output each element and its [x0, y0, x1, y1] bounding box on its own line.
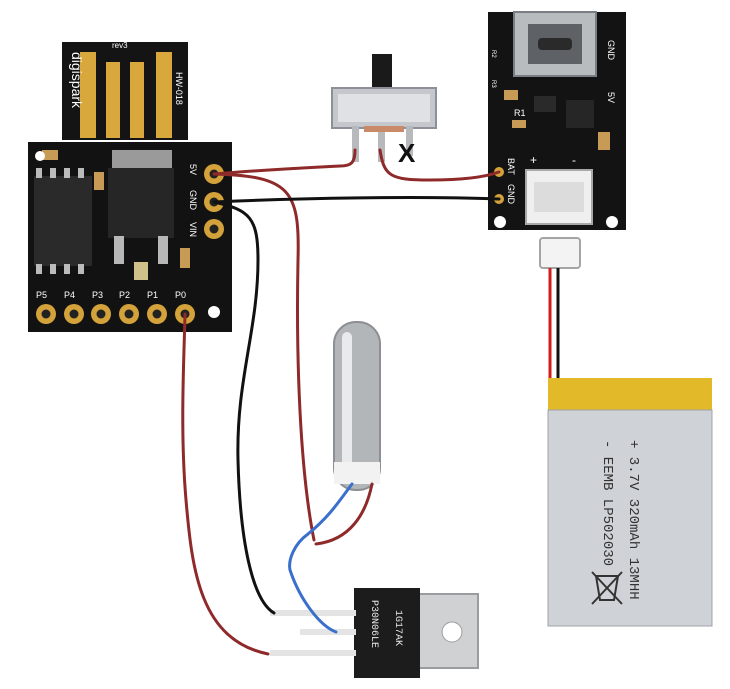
charger-label-bat-gnd: GND: [506, 184, 516, 205]
charger-label-r3: R3: [490, 80, 496, 88]
regulator-tab: [112, 150, 172, 170]
pin-label-p4: P4: [64, 290, 75, 300]
switch-lever: [372, 54, 392, 94]
charger-board: GND 5V R1 R2 R3 BAT GND + -: [488, 11, 626, 230]
wire-motor-to-mosfet: [288, 482, 354, 634]
usb-contact: [106, 62, 120, 138]
voltage-regulator: [108, 168, 174, 238]
usb-contact: [130, 62, 144, 138]
charger-ic: [566, 100, 594, 128]
wire-5v-to-motor: [212, 172, 316, 542]
pin-label-p3: P3: [92, 290, 103, 300]
wire-gnd-to-charger: [212, 196, 501, 204]
pin-label-vin: VIN: [188, 222, 198, 237]
slide-switch: [331, 54, 437, 162]
mosfet-transistor: P30N06LE 1G17AK: [270, 588, 479, 678]
digispark-board: digispark HW-018 rev3 5V GND VIN: [28, 41, 232, 332]
disconnected-mark: X: [398, 138, 416, 168]
pin-label-p5: P5: [36, 290, 47, 300]
wires: [181, 148, 501, 656]
charger-label-5v: 5V: [606, 92, 616, 103]
wire-switch-to-bat: [378, 148, 501, 182]
charger-minus-sign: -: [572, 153, 576, 167]
battery-label-1: + 3.7V 320mAh 13MHH: [625, 440, 641, 600]
battery-plug: [539, 237, 581, 269]
lipo-battery: + 3.7V 320mAh 13MHH - EEMB LP502030: [539, 237, 713, 627]
pin-label-p0: P0: [175, 290, 186, 300]
mount-hole: [35, 151, 45, 161]
mount-hole: [208, 306, 220, 318]
recycle-bin-icon: [591, 571, 623, 605]
mosfet-date-code: 1G17AK: [392, 610, 403, 646]
charger-plus-sign: +: [530, 153, 537, 167]
wire-5v-to-switch: [212, 148, 357, 176]
charger-label-gnd: GND: [606, 40, 616, 61]
wire-gnd-to-mosfet: [212, 200, 276, 615]
mosfet-part-number: P30N06LE: [368, 600, 379, 648]
wire-p0-to-mosfet: [181, 312, 270, 656]
pin-label-p1: P1: [147, 290, 158, 300]
vibration-motor: [333, 321, 381, 491]
charger-label-bat: BAT: [506, 158, 516, 175]
pin-label-p2: P2: [119, 290, 130, 300]
usb-contact: [80, 52, 96, 138]
digispark-model: HW-018: [174, 72, 184, 105]
attiny-chip: [34, 176, 92, 266]
pin-label-5v: 5V: [188, 164, 198, 175]
usb-contact: [156, 52, 172, 138]
charger-label-r1: R1: [514, 108, 526, 118]
battery-label-2: - EEMB LP502030: [599, 440, 615, 566]
pin-label-gnd: GND: [188, 190, 198, 211]
charger-label-r2: R2: [490, 50, 496, 58]
digispark-brand: digispark: [69, 52, 85, 109]
wire-motor-red-lead: [314, 482, 374, 546]
battery-body: [547, 409, 713, 627]
digispark-rev: rev3: [112, 41, 128, 50]
